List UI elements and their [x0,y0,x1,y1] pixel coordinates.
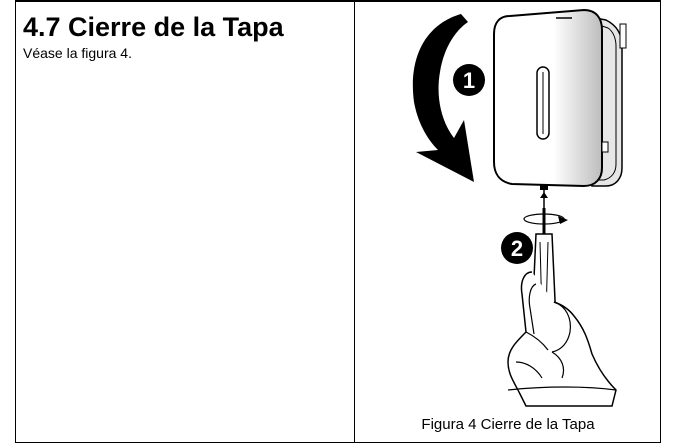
svg-text:1: 1 [463,68,475,93]
column-divider [354,0,355,443]
rotation-arrow-icon [523,213,568,225]
rotate-arrow-icon [412,14,474,182]
table-frame [15,0,661,443]
svg-text:2: 2 [511,236,523,261]
hand [507,271,617,407]
section-title: 4.7 Cierre de la Tapa [23,12,284,42]
figure-caption: Figura 4 Cierre de la Tapa [421,416,595,433]
step-2-badge: 2 [501,232,533,264]
figure-4-illustration: 1 2 [412,8,627,407]
device-body [493,8,627,208]
section-reference-text: Véase la figura 4. [23,45,132,61]
step-1-badge: 1 [453,64,485,96]
